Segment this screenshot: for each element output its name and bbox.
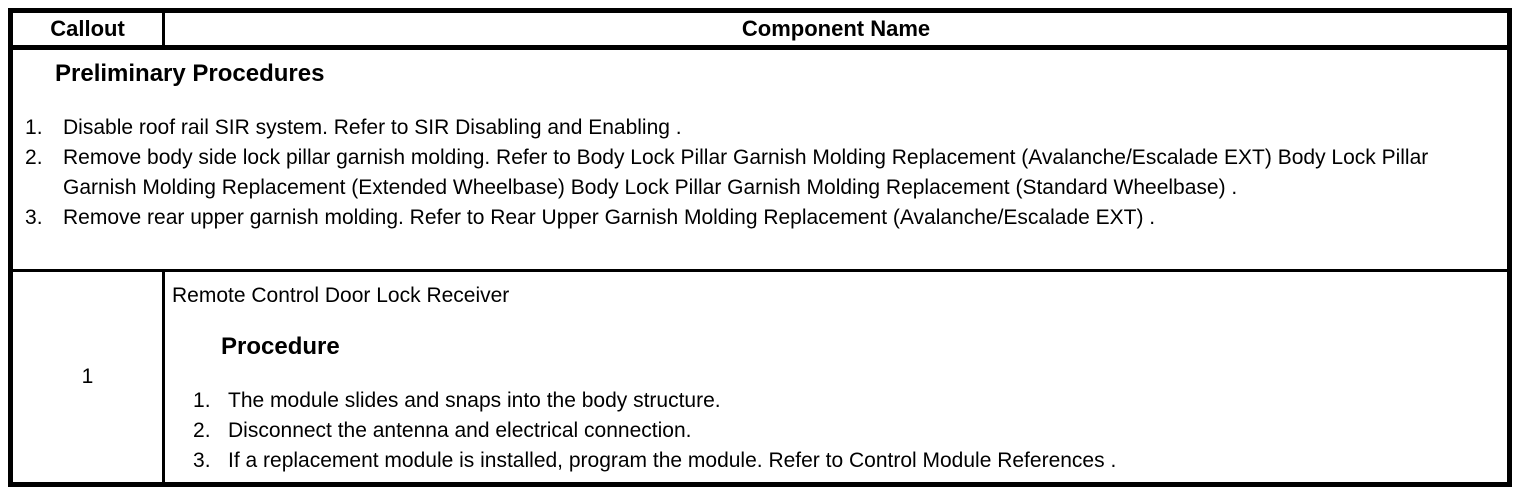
preliminary-step: Disable roof rail SIR system. Refer to S… [25,113,682,143]
component-name: Remote Control Door Lock Receiver [172,284,510,307]
procedure-title: Procedure [221,333,340,360]
table-header-row: Callout Component Name [13,13,1507,50]
component-table: Callout Component Name Preliminary Proce… [8,8,1512,487]
procedure-step: If a replacement module is installed, pr… [193,446,1117,476]
header-component-name: Component Name [741,16,931,41]
procedure-steps-list: The module slides and snaps into the bod… [172,386,1481,476]
procedure-step: Disconnect the antenna and electrical co… [193,416,692,446]
procedure-step: The module slides and snaps into the bod… [193,386,721,416]
header-callout: Callout [13,13,165,45]
component-cell: Remote Control Door Lock Receiver Proced… [165,272,1507,482]
table-row: 1 Remote Control Door Lock Receiver Proc… [13,272,1507,482]
preliminary-steps-list: Disable roof rail SIR system. Refer to S… [13,113,1491,233]
preliminary-procedures-section: Preliminary Procedures Disable roof rail… [13,50,1507,272]
callout-cell: 1 [13,272,165,482]
preliminary-step: Remove rear upper garnish molding. Refer… [25,203,1156,233]
preliminary-step: Remove body side lock pillar garnish mol… [25,143,1429,199]
preliminary-procedures-title: Preliminary Procedures [55,60,325,87]
